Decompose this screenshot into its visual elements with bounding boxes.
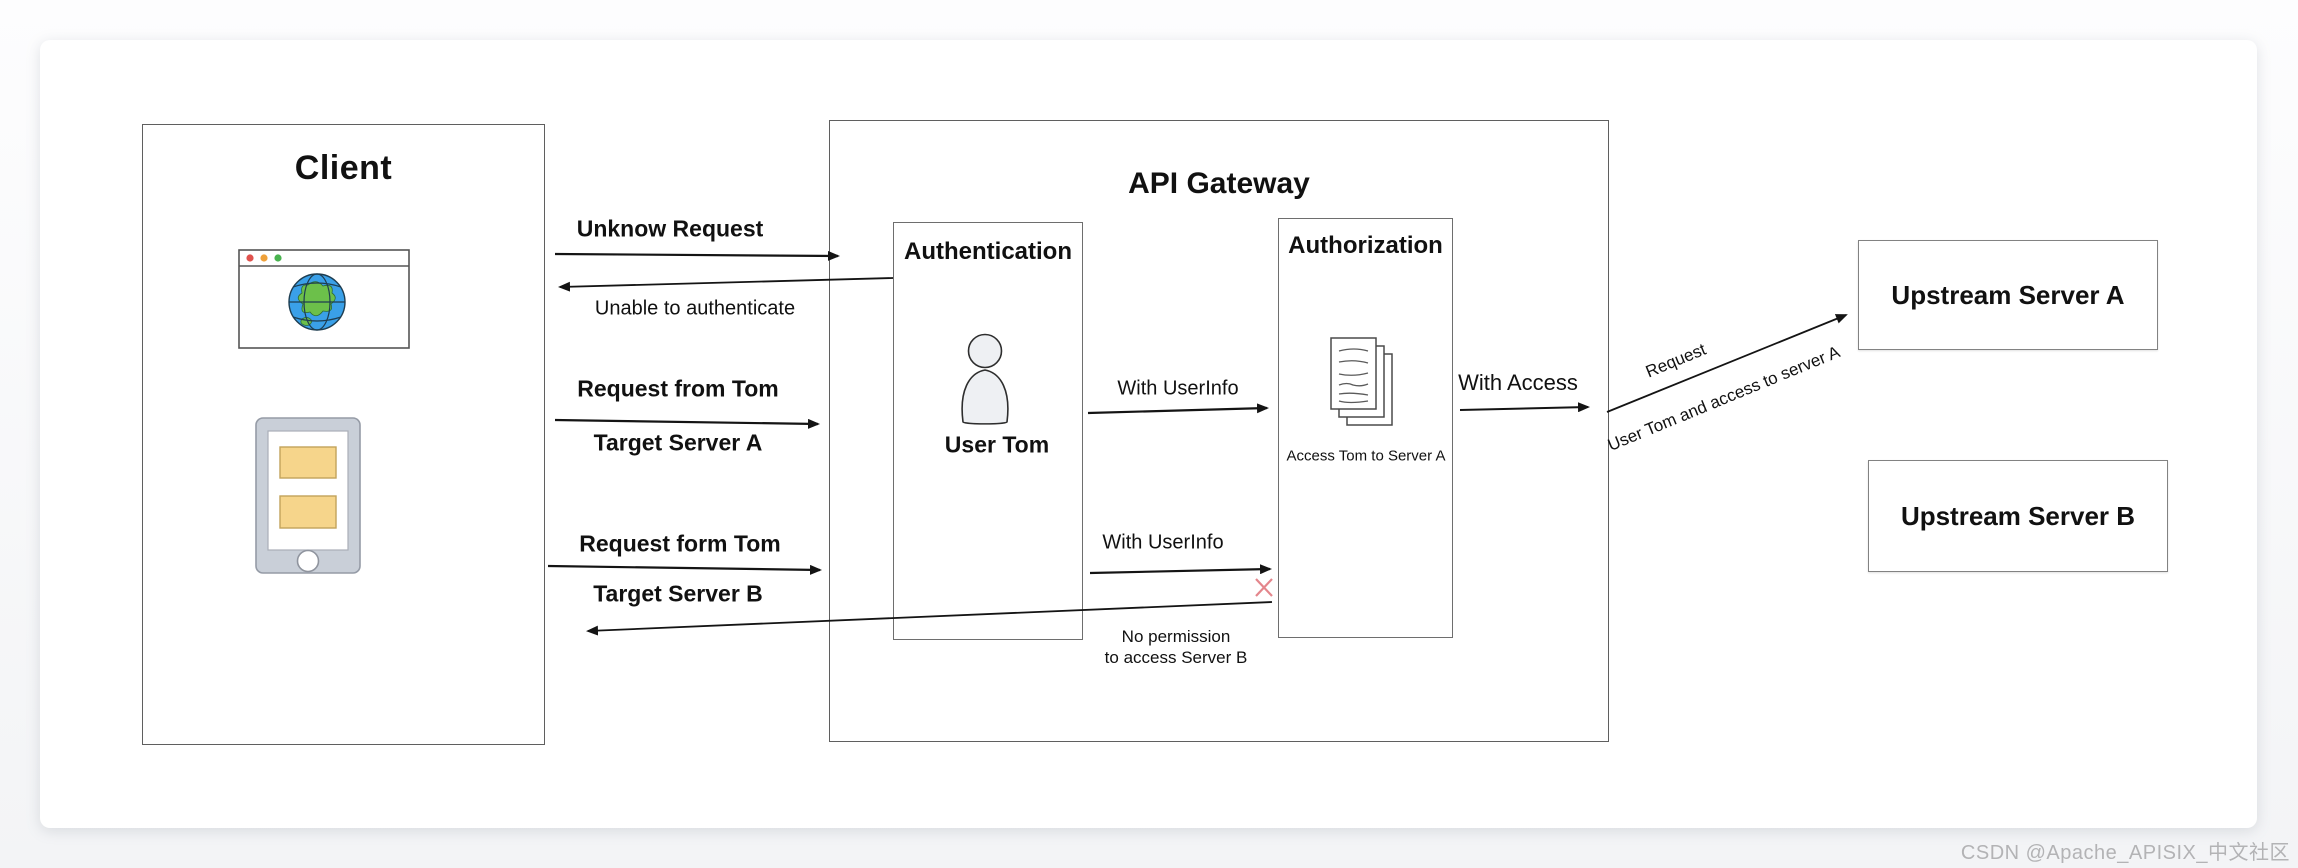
- authorization-title: Authorization: [1288, 232, 1443, 259]
- upstream-server-a-box: Upstream Server A: [1858, 240, 2158, 350]
- authorization-box: Authorization: [1278, 218, 1453, 638]
- flow-unknow-request: Unknow Request: [576, 215, 764, 242]
- flow-with-userinfo-auth: With UserInfo: [1117, 377, 1239, 400]
- access-tom-label: Access Tom to Server A: [1286, 447, 1446, 465]
- flow-with-access: With Access: [1458, 370, 1578, 395]
- authentication-box: Authentication: [893, 222, 1083, 640]
- upstream-server-a-title: Upstream Server A: [1891, 279, 2125, 310]
- flow-no-permission-line1: No permission: [1121, 627, 1231, 646]
- flow-with-userinfo-deny: With UserInfo: [1102, 531, 1224, 554]
- api-gateway-title: API Gateway: [1128, 167, 1310, 200]
- traffic-light-red: [246, 254, 254, 262]
- flow-request-from-tom: Request from Tom: [577, 375, 779, 402]
- flow-no-permission-line2: to access Server B: [1104, 648, 1248, 667]
- flow-target-server-a: Target Server A: [593, 429, 763, 456]
- person-icon: [961, 333, 1009, 425]
- phone-screen-block-2: [279, 495, 337, 529]
- authentication-title: Authentication: [904, 238, 1072, 265]
- home-button: [296, 549, 320, 573]
- flow-no-permission: No permission to access Server B: [1105, 626, 1248, 668]
- user-tom-label: User Tom: [944, 431, 1050, 458]
- flow-request-form-tom: Request form Tom: [579, 530, 781, 557]
- client-title: Client: [294, 149, 393, 187]
- traffic-light-yellow: [260, 254, 268, 262]
- phone-screen-block-1: [279, 446, 337, 479]
- flow-unable-authenticate: Unable to authenticate: [594, 297, 796, 320]
- globe-icon: [288, 273, 346, 331]
- upstream-server-b-title: Upstream Server B: [1900, 500, 2136, 531]
- upstream-server-b-box: Upstream Server B: [1868, 460, 2168, 572]
- smartphone-icon: [255, 417, 361, 574]
- flow-target-server-b: Target Server B: [593, 580, 763, 607]
- documents-icon: [1330, 337, 1393, 426]
- watermark: CSDN @Apache_APISIX_中文社区: [1960, 842, 2290, 864]
- traffic-light-green: [274, 254, 282, 262]
- browser-window-icon: [238, 249, 410, 349]
